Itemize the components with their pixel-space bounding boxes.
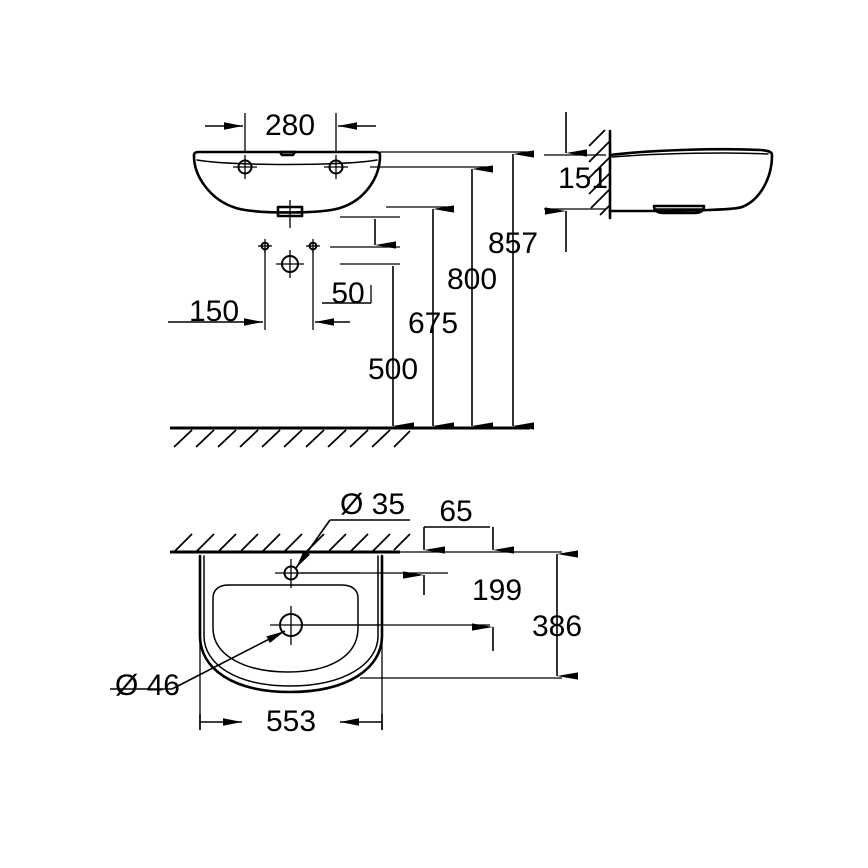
leader-diameter-35: Ø 35 [295, 488, 410, 569]
dimension-553-label: 553 [266, 705, 316, 738]
dimension-65-label: 65 [439, 495, 472, 528]
dimension-151-label: 151 [558, 162, 608, 195]
side-elevation-view: 151 [544, 112, 774, 252]
dimension-280-label: 280 [265, 109, 315, 142]
plan-view: Ø 35 Ø 46 65 199 386 [110, 488, 582, 738]
dimension-800-label: 800 [447, 263, 497, 296]
tap-hole-right [324, 155, 348, 179]
dimension-386: 386 [532, 550, 582, 680]
dimension-553: 553 [199, 556, 383, 738]
dimension-199-label: 199 [472, 574, 522, 607]
dimension-199: 199 [472, 527, 522, 651]
diameter-35-label: Ø 35 [340, 488, 405, 521]
dimension-857: 857 [488, 150, 538, 430]
dimension-675-label: 675 [408, 307, 458, 340]
basin-plan-outline [198, 554, 384, 694]
dimension-386-label: 386 [532, 610, 582, 643]
dimension-800: 800 [447, 165, 497, 430]
dimension-50: 50 [315, 277, 372, 326]
dimension-150: 150 [168, 295, 263, 328]
dimension-500-label: 500 [368, 353, 418, 386]
dimension-151: 151 [544, 112, 608, 252]
leader-diameter-46: Ø 46 [110, 630, 286, 702]
dimension-857-label: 857 [488, 227, 538, 260]
fixing-hole-right [306, 239, 320, 253]
tap-hole-left [233, 155, 257, 179]
diameter-46-label: Ø 46 [115, 669, 180, 702]
basin-front-outline [192, 150, 382, 214]
front-elevation-view: 280 150 50 [168, 109, 538, 448]
waste-outlet-center-mark [276, 250, 304, 278]
floor-line [170, 426, 530, 448]
dimension-50-label: 50 [331, 277, 364, 310]
side-wall-hatching [588, 129, 611, 216]
dimension-675: 675 [408, 205, 458, 430]
basin-waste-stub [276, 200, 304, 228]
dimension-150-label: 150 [189, 295, 239, 328]
dimension-65: 65 [403, 495, 490, 595]
dimension-280: 280 [205, 109, 376, 152]
plan-wall-line [170, 533, 562, 554]
basin-side-outline [608, 147, 774, 215]
dimension-bracket-gap [330, 216, 400, 249]
dimension-500: 500 [368, 266, 418, 430]
